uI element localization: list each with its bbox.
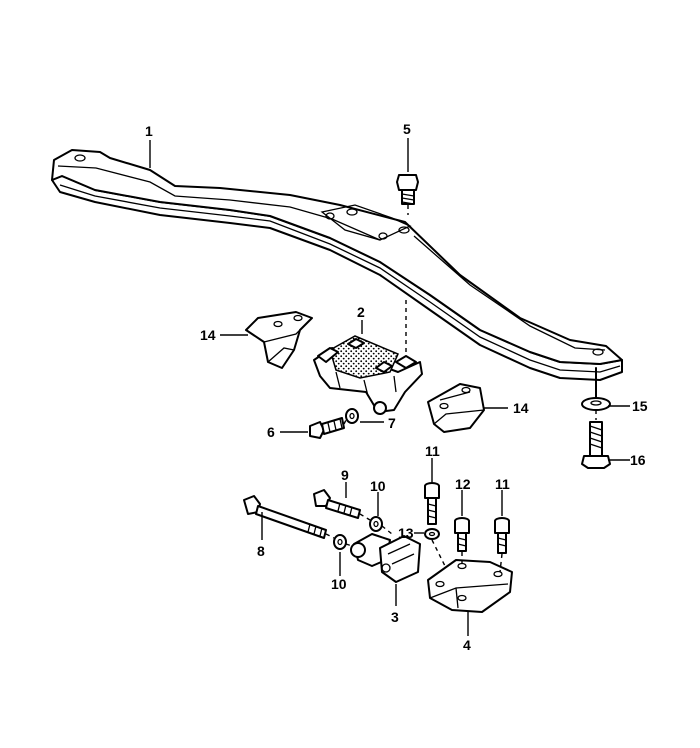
bolt-part-5 bbox=[396, 174, 419, 205]
bracket-part-14-right bbox=[427, 383, 485, 433]
washer-part-15 bbox=[581, 397, 611, 411]
callout-5: 5 bbox=[403, 121, 411, 137]
rubber-mount-part-2 bbox=[313, 335, 423, 415]
callout-9: 9 bbox=[341, 467, 349, 483]
callout-11-right: 11 bbox=[495, 476, 510, 492]
callout-2: 2 bbox=[357, 304, 365, 320]
mount-block-part-4 bbox=[427, 559, 513, 613]
callout-6: 6 bbox=[267, 424, 275, 440]
callout-10-upper: 10 bbox=[370, 478, 386, 494]
callout-15: 15 bbox=[632, 398, 648, 414]
washer-part-7 bbox=[345, 408, 359, 424]
callout-12: 12 bbox=[455, 476, 471, 492]
callout-16: 16 bbox=[630, 452, 646, 468]
callout-8: 8 bbox=[257, 543, 265, 559]
washer-part-10-lower bbox=[333, 534, 347, 550]
bolt-part-9 bbox=[313, 489, 361, 519]
callout-1: 1 bbox=[145, 123, 153, 139]
bolt-part-8 bbox=[243, 495, 327, 539]
callout-10-lower: 10 bbox=[331, 576, 347, 592]
callout-11-left: 11 bbox=[425, 443, 440, 459]
callout-14-left: 14 bbox=[200, 327, 216, 343]
washer-part-10-upper bbox=[369, 516, 383, 532]
bolt-part-16 bbox=[581, 421, 611, 469]
callout-3: 3 bbox=[391, 609, 399, 625]
bracket-part-3 bbox=[350, 533, 421, 583]
callout-4: 4 bbox=[463, 637, 471, 653]
callout-7: 7 bbox=[388, 415, 396, 431]
crossmember-part-1 bbox=[51, 149, 623, 401]
bracket-part-14-left bbox=[245, 311, 313, 369]
bolt-part-11-right bbox=[494, 517, 510, 554]
leader-lines bbox=[149, 138, 630, 636]
callout-14-right: 14 bbox=[513, 400, 529, 416]
bolt-part-6 bbox=[309, 417, 345, 439]
bolt-part-11-left bbox=[424, 482, 440, 525]
bolt-part-12 bbox=[454, 517, 470, 552]
washer-part-13 bbox=[424, 528, 440, 540]
callout-13: 13 bbox=[398, 525, 414, 541]
